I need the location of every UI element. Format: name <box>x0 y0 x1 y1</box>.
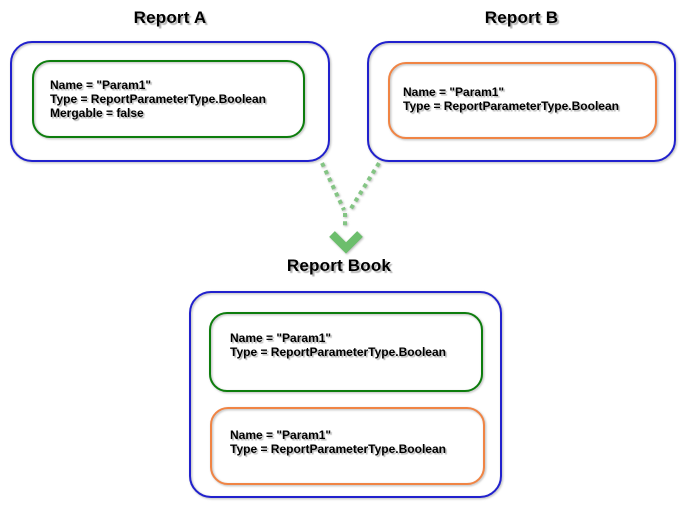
param-line-type: Type = ReportParameterType.Boolean <box>50 92 266 106</box>
report-book-green-parameter-text: Name = "Param1" Type = ReportParameterTy… <box>230 331 446 359</box>
merge-arrow-left-dotted-line <box>320 162 346 211</box>
param-line-name: Name = "Param1" <box>230 331 332 345</box>
param-line-name: Name = "Param1" <box>403 85 505 99</box>
report-b-parameter-text: Name = "Param1" Type = ReportParameterTy… <box>403 85 619 113</box>
report-a-container-box <box>10 41 330 162</box>
param-line-type: Type = ReportParameterType.Boolean <box>230 345 446 359</box>
param-line-type: Type = ReportParameterType.Boolean <box>403 99 619 113</box>
merge-arrow-right-dotted-line <box>348 161 381 212</box>
report-b-container-box <box>367 41 676 162</box>
param-line-name: Name = "Param1" <box>230 428 332 442</box>
merge-arrowhead-icon <box>329 231 363 254</box>
report-b-parameter-box <box>388 62 657 139</box>
report-book-title: Report Book <box>286 256 392 275</box>
report-a-title: Report A <box>133 8 207 27</box>
report-a-parameter-text: Name = "Param1" Type = ReportParameterTy… <box>50 78 266 120</box>
report-book-green-parameter-box <box>209 312 483 392</box>
report-book-orange-parameter-text: Name = "Param1" Type = ReportParameterTy… <box>230 428 446 456</box>
report-book-orange-parameter-box <box>210 407 485 485</box>
param-line-name: Name = "Param1" <box>50 78 152 92</box>
report-b-title: Report B <box>484 8 559 27</box>
report-book-container-box <box>189 291 502 498</box>
report-a-parameter-box <box>32 60 305 138</box>
param-line-mergable: Mergable = false <box>50 106 144 120</box>
param-line-type: Type = ReportParameterType.Boolean <box>230 442 446 456</box>
